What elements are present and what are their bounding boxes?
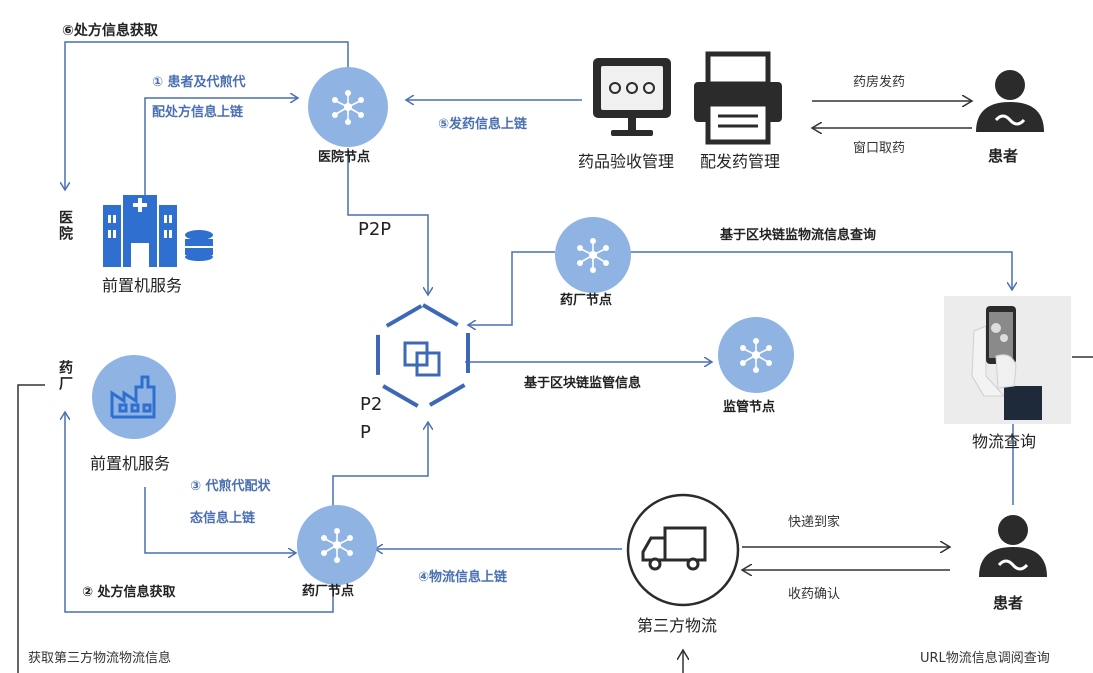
p2p-bottom-label-line2: P [360, 422, 371, 443]
printer-icon [694, 51, 782, 145]
drug-acceptance-label: 药品验收管理 [578, 152, 675, 171]
p2p-bottom-label-line1: P2 [360, 394, 383, 415]
step6-line [65, 41, 349, 190]
pharma-node-top-label: 药厂节点 [560, 293, 613, 308]
dark-arrows [17, 101, 1093, 673]
connector-lines [65, 41, 1013, 613]
pharmacy-dispense-label: 药房发药 [853, 75, 906, 90]
step2-line [65, 412, 334, 613]
step3-label-line2: 态信息上链 [190, 511, 256, 526]
step3-label-line1: ③ 代煎代配状 [190, 479, 271, 494]
pharma-node-bottom-icon [297, 505, 377, 585]
blockchain-query-label: 基于区块链监物流信息查询 [720, 228, 877, 243]
front-service-hospital-label: 前置机服务 [102, 276, 183, 295]
step1-label-line2: 配处方信息上链 [152, 105, 244, 120]
pharma-node-top-icon [555, 217, 631, 293]
p2p-top-label: P2P [358, 219, 392, 240]
pharma-vertical-label: 药厂 [57, 360, 73, 392]
hospital-to-hub-line [347, 148, 428, 295]
supervision-info-label: 基于区块链监管信息 [524, 376, 642, 391]
patient-top-icon [976, 70, 1044, 132]
step1-label-line1: ① 患者及代煎代 [152, 75, 246, 90]
step5-label: ⑤发药信息上链 [438, 117, 528, 132]
hospital-vertical-label: 医院 [57, 210, 73, 242]
patient-top-label: 患者 [988, 147, 1019, 165]
step6-label: ⑥处方信息获取 [62, 23, 158, 39]
left-bracket-line [17, 384, 45, 673]
step1-line [144, 98, 298, 200]
url-query-label: URL物流信息调阅查询 [920, 651, 1050, 666]
front-service-pharma-label: 前置机服务 [90, 454, 171, 473]
step3-line [144, 487, 296, 553]
window-pickup-label: 窗口取药 [853, 141, 906, 156]
pharma-bottom-to-hub-line [332, 422, 428, 508]
express-home-label: 快递到家 [788, 515, 841, 530]
phone-query-icon [944, 296, 1071, 424]
pharma-top-to-hub-line [468, 251, 555, 325]
supervision-node-label: 监管节点 [723, 400, 776, 415]
computer-icon [593, 58, 671, 136]
pharma-node-bottom-label: 药厂节点 [302, 584, 355, 599]
patient-bottom-icon [979, 515, 1047, 577]
patient-bottom-label: 患者 [993, 594, 1024, 612]
factory-icon [92, 355, 176, 439]
third-party-logistics-label: 第三方物流 [637, 616, 718, 635]
third-party-info-label: 获取第三方物流物流信息 [28, 651, 172, 666]
hospital-node-label: 医院节点 [318, 150, 371, 165]
step4-label: ④物流信息上链 [418, 570, 508, 585]
truck-icon [626, 493, 740, 607]
blockchain-query-line [630, 251, 1012, 290]
step2-label: ② 处方信息获取 [82, 585, 176, 600]
supervision-node-icon [718, 317, 794, 393]
hospital-building-icon [103, 195, 213, 267]
logistics-query-label: 物流查询 [972, 432, 1037, 451]
hospital-node-icon [308, 67, 388, 147]
dispensing-label: 配发药管理 [700, 152, 781, 171]
hub-icon [376, 302, 470, 412]
receipt-confirm-label: 收药确认 [788, 587, 841, 602]
